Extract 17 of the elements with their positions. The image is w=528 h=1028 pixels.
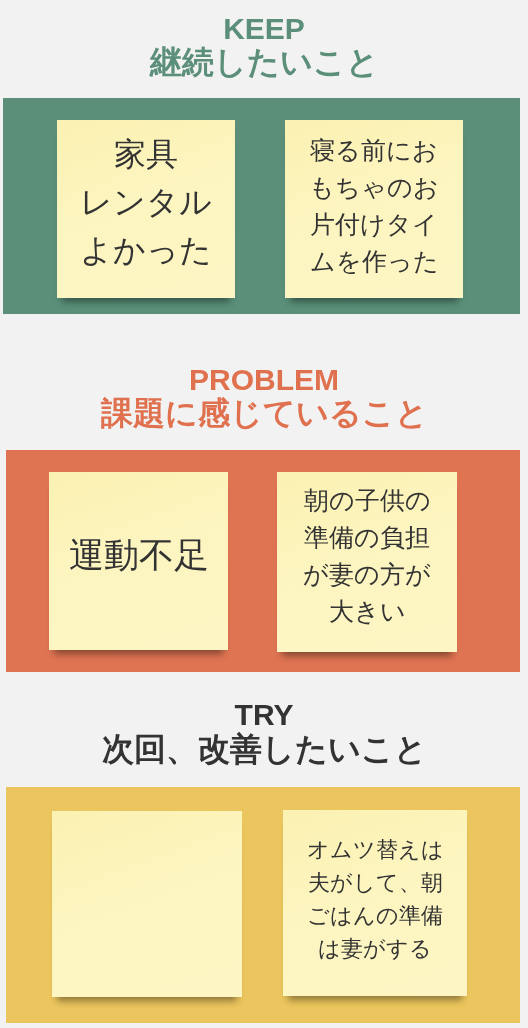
section-subheading: 課題に感じていること (100, 396, 428, 432)
sticky-note (52, 811, 242, 997)
sticky-note (57, 120, 235, 298)
section-heading: TRY (234, 697, 294, 731)
sticky-note (277, 472, 457, 652)
note-text: 家具レンタルよかった (79, 134, 213, 271)
sticky-note (283, 810, 467, 996)
note-text: 運動不足 (67, 534, 210, 577)
section-subheading: 継続したいこと (149, 45, 379, 81)
note-text: オムツ替えは夫がして、朝ごはんの準備は妻がする (305, 836, 445, 963)
sticky-note (49, 472, 228, 650)
section-heading: KEEP (223, 11, 305, 45)
sticky-note (285, 120, 463, 298)
note-text: 寝る前におもちゃのお片付けタイムを作った (308, 135, 440, 278)
note-text: 朝の子供の準備の負担が妻の方が大きい (302, 485, 432, 628)
section-heading: PROBLEM (189, 362, 339, 396)
section-subheading: 次回、改善したいこと (101, 732, 427, 768)
